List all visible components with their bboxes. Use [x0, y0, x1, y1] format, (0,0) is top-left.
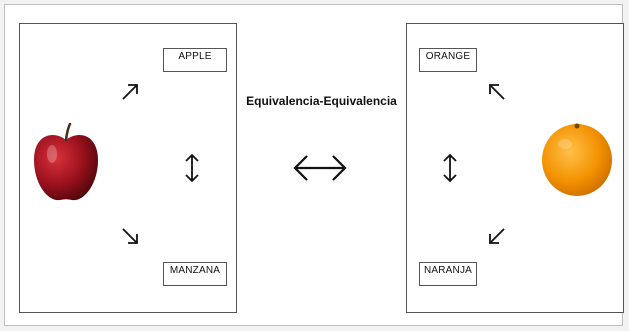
arrow-up-right-icon [122, 84, 138, 100]
diagram-frame: APPLE MANZANA [4, 4, 624, 326]
arrow-up-down-icon [185, 153, 199, 183]
right-panel: ORANGE NARANJA [406, 23, 624, 313]
apple-image [34, 122, 98, 201]
arrow-down-left-icon [489, 228, 505, 244]
orange-image [542, 123, 612, 196]
arrow-left-right-icon [293, 155, 347, 181]
arrow-up-down-icon [443, 153, 457, 183]
arrow-down-right-icon [122, 228, 138, 244]
arrow-up-left-icon [489, 84, 505, 100]
apple-label: APPLE [163, 48, 227, 72]
naranja-label: NARANJA [419, 262, 477, 286]
left-panel: APPLE MANZANA [19, 23, 237, 313]
orange-label: ORANGE [419, 48, 477, 72]
manzana-label: MANZANA [163, 262, 227, 286]
diagram-title: Equivalencia-Equivalencia [246, 94, 397, 108]
